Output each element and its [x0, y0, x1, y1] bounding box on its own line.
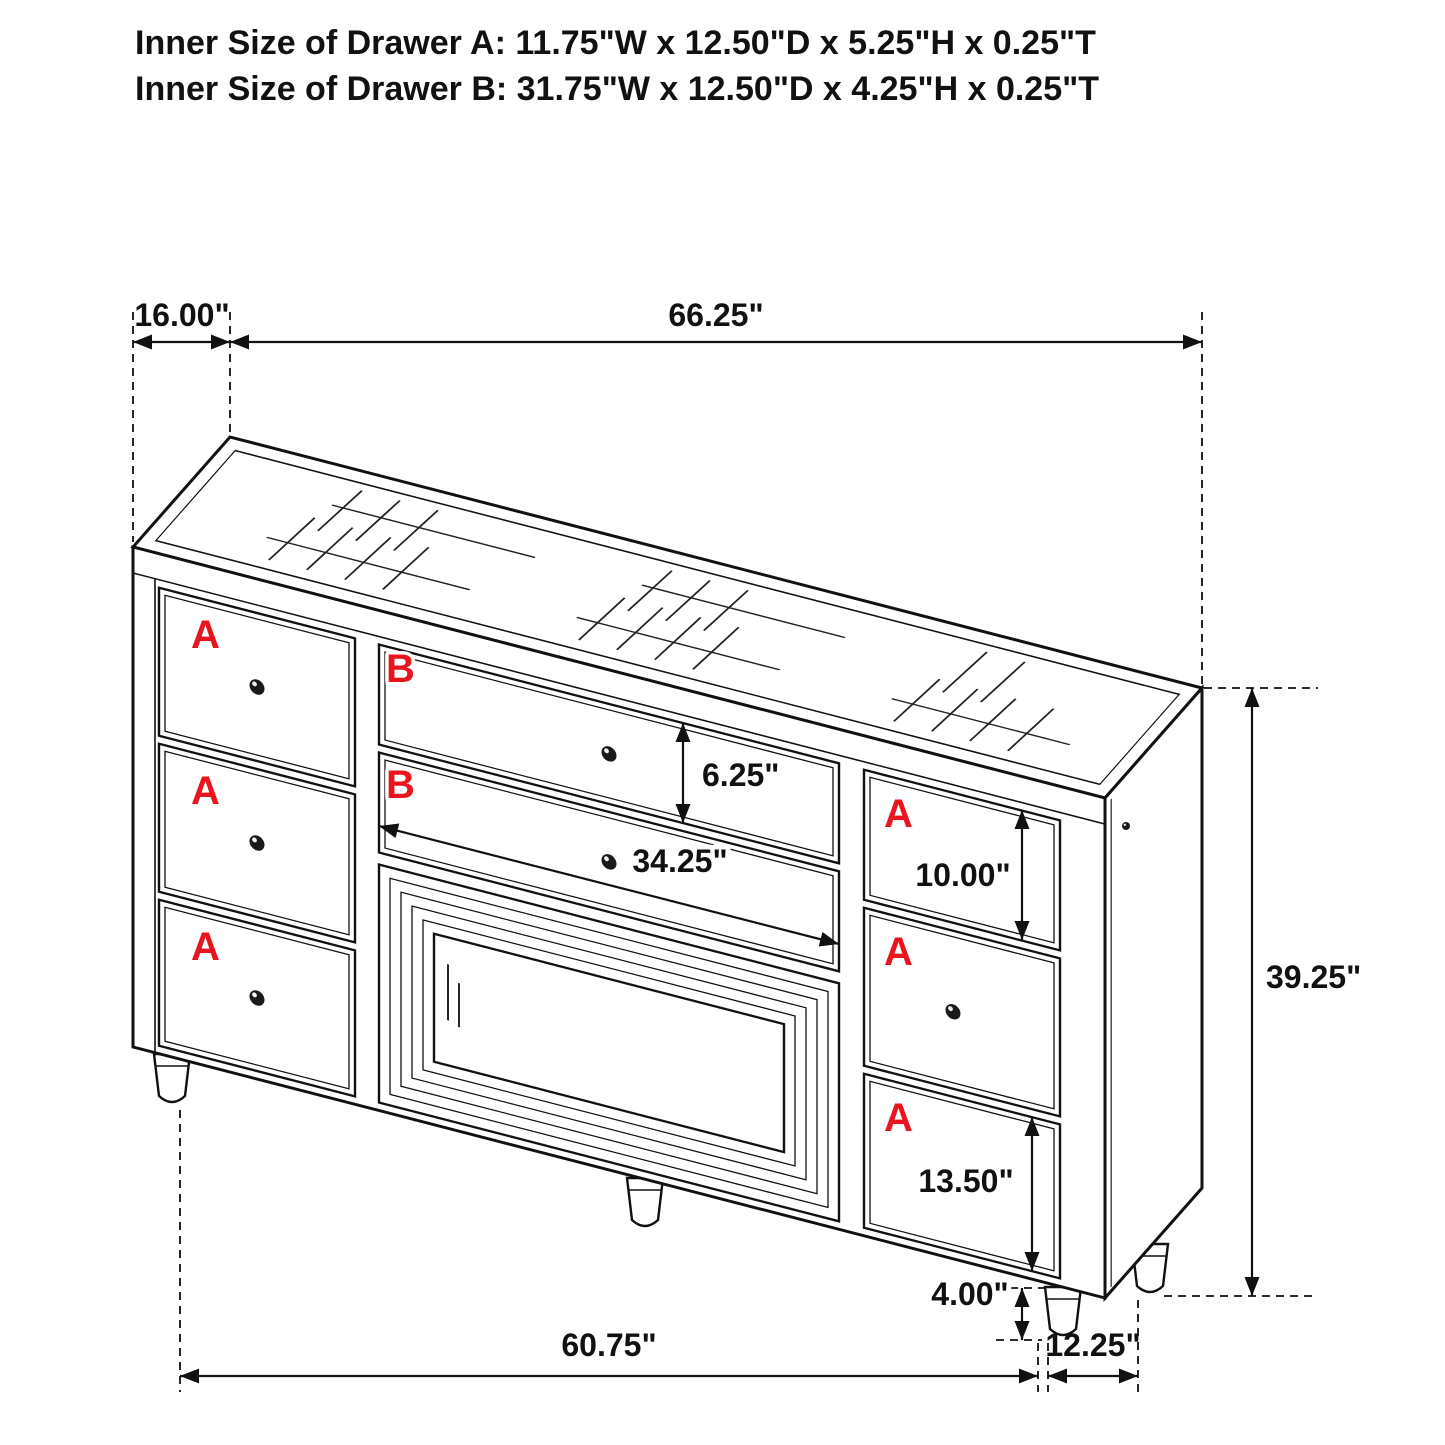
foot-front-middle: [625, 1176, 665, 1228]
label-drawer-a-right-3: A: [884, 1096, 913, 1140]
label-drawer-a-left-1: A: [191, 613, 220, 657]
label-drawer-a-left-3: A: [191, 925, 220, 969]
front-top-rail-line: [133, 572, 1105, 825]
dimension-base-width: 60.75": [179, 1110, 1039, 1392]
drawer-a-right-1[interactable]: [862, 768, 1062, 952]
dimension-overall-height: 39.25": [1164, 687, 1366, 1297]
dim-label-base-depth: 12.25": [1045, 1327, 1140, 1363]
label-drawer-a-right-2: A: [884, 930, 913, 974]
drawer-letter-labels: A A A B B A A A: [188, 610, 917, 1144]
dimension-right-drawer-bottom-height: 13.50": [913, 1117, 1040, 1271]
dim-label-top-width: 66.25": [668, 297, 763, 333]
dim-label-right-drawer-bottom-height: 13.50": [918, 1163, 1013, 1199]
diagram-title: Inner Size of Drawer A: 11.75"W x 12.50"…: [135, 20, 1099, 112]
dresser-side-face: [1103, 684, 1204, 1302]
top-reflection-hatch-3: [891, 651, 1071, 752]
dimension-top-depth: 16.00": [132, 297, 231, 542]
label-drawer-b-2: B: [386, 763, 415, 807]
label-drawer-b-1: B: [386, 647, 415, 691]
side-panel: [1103, 684, 1204, 1302]
dim-label-overall-height: 39.25": [1266, 959, 1361, 995]
side-peg-highlight: [1123, 823, 1127, 826]
dim-label-foot-height: 4.00": [931, 1276, 1008, 1312]
dim-label-base-width: 60.75": [561, 1327, 656, 1363]
dim-label-drawer-b-height: 6.25": [702, 757, 779, 793]
dimension-top-width: 66.25": [230, 297, 1203, 684]
title-line-drawer-b: Inner Size of Drawer B: 31.75"W x 12.50"…: [135, 70, 1100, 108]
side-peg-icon: [1122, 822, 1130, 830]
label-drawer-a-left-2: A: [191, 769, 220, 813]
dimension-drawer-b-height: 6.25": [675, 723, 784, 823]
top-reflection-hatch-1: [266, 490, 536, 591]
dim-label-top-depth: 16.00": [134, 297, 229, 333]
top-surface-inset-border: [154, 449, 1181, 786]
dim-label-drawer-b-width: 34.25": [632, 843, 727, 879]
drawer-a-right-3[interactable]: [862, 1072, 1062, 1280]
drawer-a-right-2[interactable]: [862, 906, 1062, 1118]
dim-label-right-drawer-top-height: 10.00": [915, 857, 1010, 893]
dimension-base-depth: 12.25": [1045, 1300, 1141, 1392]
title-line-drawer-a: Inner Size of Drawer A: 11.75"W x 12.50"…: [135, 24, 1096, 62]
top-reflection-hatch-2: [576, 570, 846, 671]
dimension-right-drawer-top-height: 10.00": [910, 810, 1030, 940]
drawer-knobs[interactable]: [249, 654, 961, 1188]
center-framed-panel: [377, 863, 841, 1223]
top-surface-detail: [154, 449, 1181, 786]
label-drawer-a-right-1: A: [884, 792, 913, 836]
dimension-foot-height: 4.00": [926, 1271, 1044, 1341]
dimension-drawer-b-width: 34.25": [378, 823, 840, 947]
